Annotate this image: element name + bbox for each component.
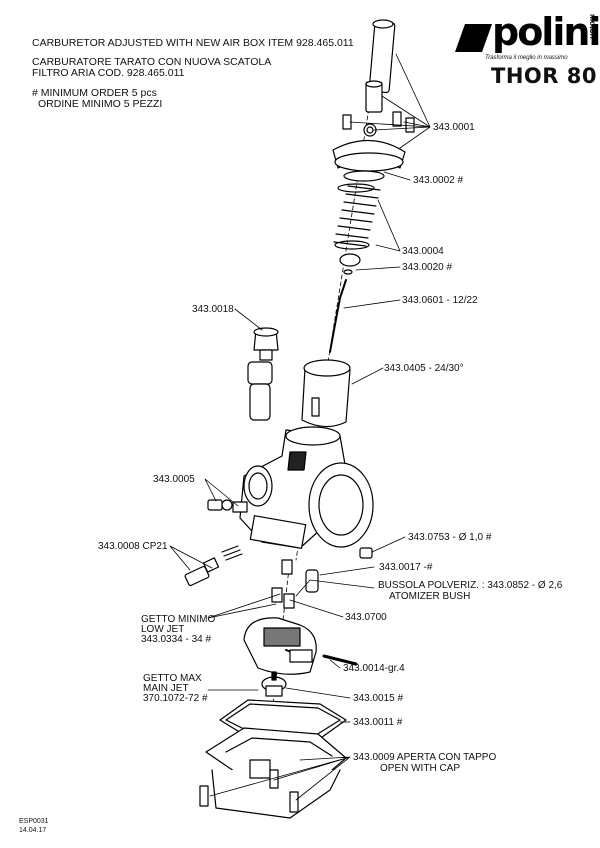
- part-label: 343.0001: [433, 122, 475, 133]
- part-label: ATOMIZER BUSH: [389, 591, 471, 602]
- jet-needle: [329, 279, 347, 353]
- float-needle-valve: [261, 671, 287, 697]
- model-name: THOR 80: [491, 64, 597, 88]
- idle-screw: [247, 327, 279, 421]
- part-label: GETTO MAX: [143, 673, 202, 684]
- air-screw-set: [184, 545, 243, 587]
- part-label: 343.0700: [345, 612, 387, 623]
- header-line-2: CARBURATORE TARATO CON NUOVA SCATOLA: [32, 56, 272, 68]
- leader-lines: [169, 53, 431, 801]
- brand-tagline: Trasforma il meglio in massimo: [485, 55, 568, 61]
- float-pin: [322, 654, 358, 666]
- needle-holder: [339, 253, 361, 275]
- part-label: 370.1072-72 #: [143, 693, 208, 704]
- part-label: 343.0017 -#: [379, 562, 433, 573]
- part-label: LOW JET: [141, 624, 185, 635]
- part-label: 343.0601 - 12/22: [402, 295, 478, 306]
- throttle-spring: [333, 183, 381, 250]
- top-cap: [332, 139, 406, 182]
- header-line-1: CARBURETOR ADJUSTED WITH NEW AIR BOX ITE…: [32, 37, 354, 49]
- part-label: MAIN JET: [143, 683, 189, 694]
- part-label: 343.0018: [192, 304, 234, 315]
- part-label: OPEN WITH CAP: [380, 763, 461, 774]
- brand-logo-sub: motori: [588, 14, 597, 39]
- cap-screws: [342, 111, 415, 133]
- part-label: 343.0334 - 34 #: [141, 634, 212, 645]
- part-label: 343.0015 #: [353, 693, 404, 704]
- brand-logo: polini: [492, 10, 600, 54]
- part-label: 343.0002 #: [413, 175, 464, 186]
- part-label: 343.0405 - 24/30°: [384, 363, 464, 374]
- throttle-slide: [301, 359, 351, 428]
- header-line-5: ORDINE MINIMO 5 PEZZI: [38, 98, 163, 110]
- part-label: 343.0005: [153, 474, 195, 485]
- polini-logo-mark: [455, 24, 492, 52]
- part-label: 343.0008 CP21: [98, 541, 168, 552]
- part-label: GETTO MINIMO: [141, 614, 216, 625]
- document-date: 14.04.17: [19, 827, 47, 834]
- part-label: 343.0004: [402, 246, 444, 257]
- header-line-3: FILTRO ARIA COD. 928.465.011: [32, 67, 185, 79]
- part-label: 343.0009 APERTA CON TAPPO: [353, 752, 497, 763]
- part-label: BUSSOLA POLVERIZ. : 343.0852 - Ø 2,6: [378, 580, 563, 591]
- part-label: 343.0014-gr.4: [343, 663, 405, 674]
- part-label: 343.0753 - Ø 1,0 #: [408, 532, 492, 543]
- header-line-4: # MINIMUM ORDER 5 pcs: [32, 87, 157, 99]
- document-code: ESP0031: [19, 818, 49, 825]
- cable-adjuster-tube: [363, 19, 396, 137]
- float-assembly: [243, 617, 317, 675]
- jet-stack: [271, 559, 319, 609]
- carburetor-body: [239, 426, 374, 549]
- part-label: 343.0011 #: [353, 717, 403, 728]
- right-side-plug: [359, 547, 373, 559]
- part-label: 343.0020 #: [402, 262, 453, 273]
- pilot-screw-set: [207, 499, 248, 513]
